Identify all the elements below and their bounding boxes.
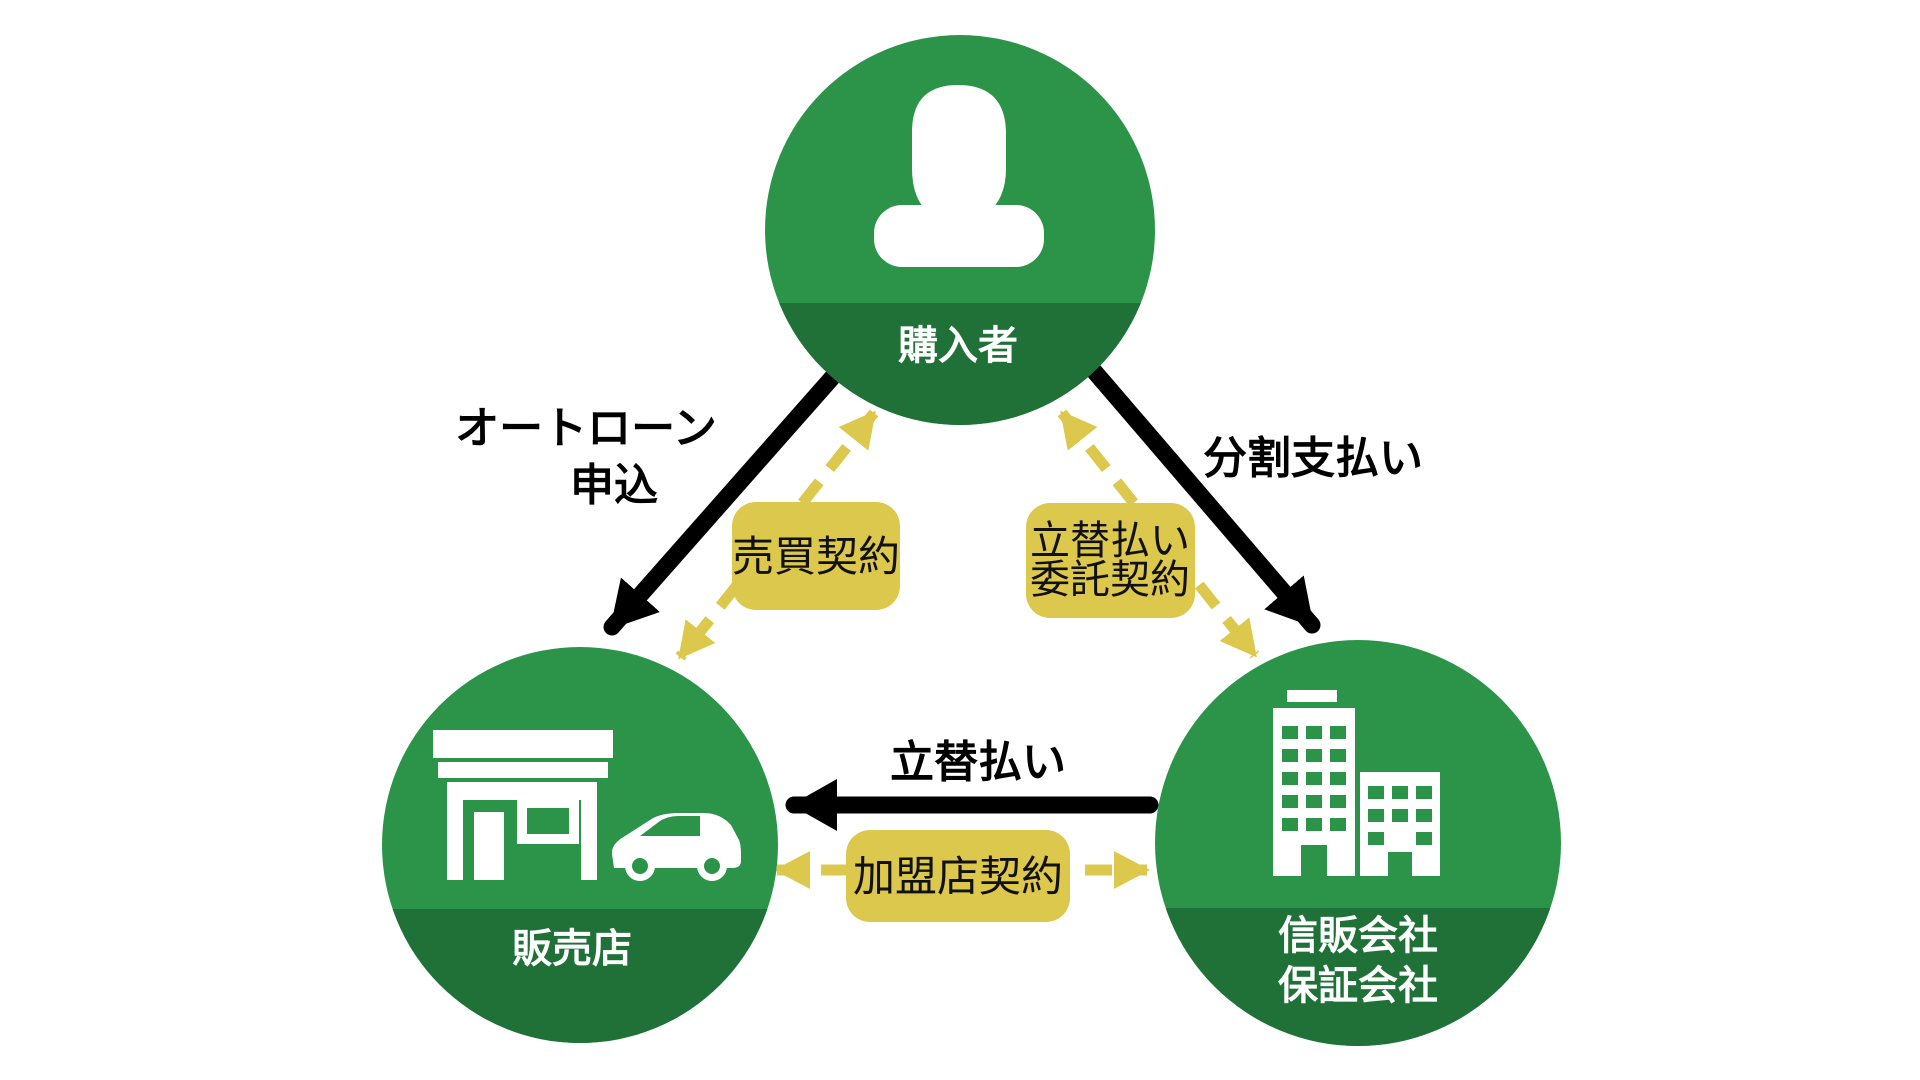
node-credit: 信販会社 保証会社 [1155,640,1561,1046]
storefront-icon [433,730,613,880]
short-building-windows [1368,786,1432,876]
buildings-icon [1273,690,1440,876]
consignment-contract-box [1026,503,1195,618]
link-consignment-contract: 立替払い 委託契約 [1026,409,1260,659]
consignment-contract-label-line1: 立替払い [1030,519,1190,563]
node-credit-label-line1: 信販会社 [1278,914,1438,958]
edge-advance-payment: 立替払い [785,738,1159,831]
node-dealer-label: 販売店 [512,927,632,971]
advance-payment-label: 立替払い [890,738,1066,787]
merchant-contract-label: 加盟店契約 [853,853,1063,900]
node-credit-label-line2: 保証会社 [1278,964,1438,1008]
tall-building-windows [1282,726,1346,876]
auto-loan-label-line1: オートローン [455,404,717,453]
node-buyer: 購入者 [765,35,1155,425]
sales-contract-box [732,502,900,610]
person-icon [874,85,1044,267]
installment-label: 分割支払い [1203,434,1423,483]
car-icon [611,813,741,881]
merchant-contract-box [846,830,1070,922]
auto-loan-label-line2: 申込 [570,461,658,510]
sales-contract-label: 売買契約 [732,533,900,580]
link-merchant-contract: 加盟店契約 [774,830,1150,922]
node-dealer: 販売店 [382,647,778,1043]
node-buyer-label: 購入者 [898,324,1018,368]
link-sales-contract: 売買契約 [675,409,900,661]
consignment-contract-label-line2: 委託契約 [1030,558,1190,602]
